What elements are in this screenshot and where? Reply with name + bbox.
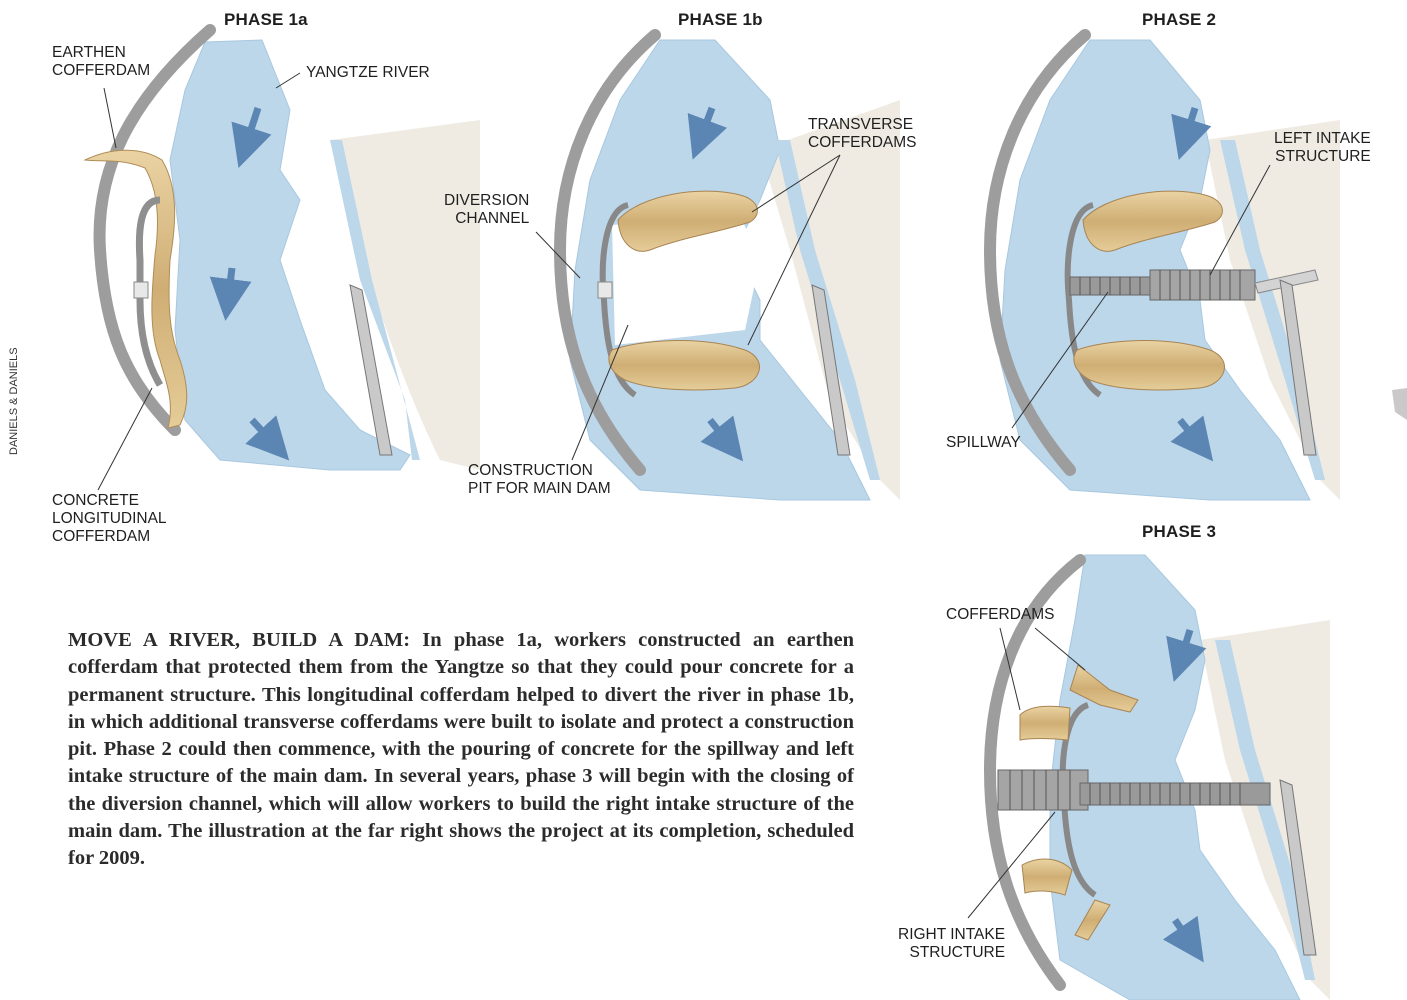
transverse-cofferdam-lower (1074, 341, 1225, 390)
leader-line (276, 73, 300, 88)
phase-1b-drawing (536, 35, 900, 500)
transverse-cofferdam-lower (609, 341, 760, 390)
cofferdam-joint (134, 282, 148, 298)
phase-1a-title: PHASE 1a (224, 10, 308, 30)
label-left-intake-structure: LEFT INTAKE STRUCTURE (1274, 130, 1371, 166)
edge-fragment (1392, 388, 1407, 420)
phase-2-title: PHASE 2 (1142, 10, 1216, 30)
phase-2-drawing (990, 35, 1407, 500)
label-right-intake-structure: RIGHT INTAKE STRUCTURE (898, 926, 1005, 962)
phase-1a-drawing (85, 30, 480, 490)
leader-line (98, 388, 152, 490)
label-spillway: SPILLWAY (946, 434, 1021, 452)
phase-3-title: PHASE 3 (1142, 522, 1216, 542)
label-construction-pit: CONSTRUCTION PIT FOR MAIN DAM (468, 462, 611, 498)
cofferdam-lower-1 (1022, 859, 1072, 895)
main-dam-body (1080, 783, 1270, 805)
label-transverse-cofferdams: TRANSVERSE COFFERDAMS (808, 116, 917, 152)
cofferdam-upper-1 (1020, 706, 1070, 740)
caption-body: In phase 1a, workers constructed an eart… (68, 629, 854, 869)
channel-joint (598, 282, 612, 298)
caption: MOVE A RIVER, BUILD A DAM: In phase 1a, … (68, 627, 854, 873)
right-intake-structure-shape (998, 770, 1088, 810)
flow-arrow (228, 268, 232, 300)
label-diversion-channel: DIVERSION CHANNEL (444, 192, 529, 228)
image-credit: DANIELS & DANIELS (8, 347, 20, 455)
label-cofferdams: COFFERDAMS (946, 606, 1055, 624)
leader-line (104, 88, 116, 148)
label-concrete-longitudinal-cofferdam: CONCRETE LONGITUDINAL COFFERDAM (52, 492, 167, 546)
label-yangtze-river: YANGTZE RIVER (306, 64, 430, 82)
left-intake-structure-shape (1150, 270, 1255, 300)
label-earthen-cofferdam: EARTHEN COFFERDAM (52, 44, 150, 80)
caption-lead: MOVE A RIVER, BUILD A DAM: (68, 629, 410, 651)
phase-1b-title: PHASE 1b (678, 10, 763, 30)
